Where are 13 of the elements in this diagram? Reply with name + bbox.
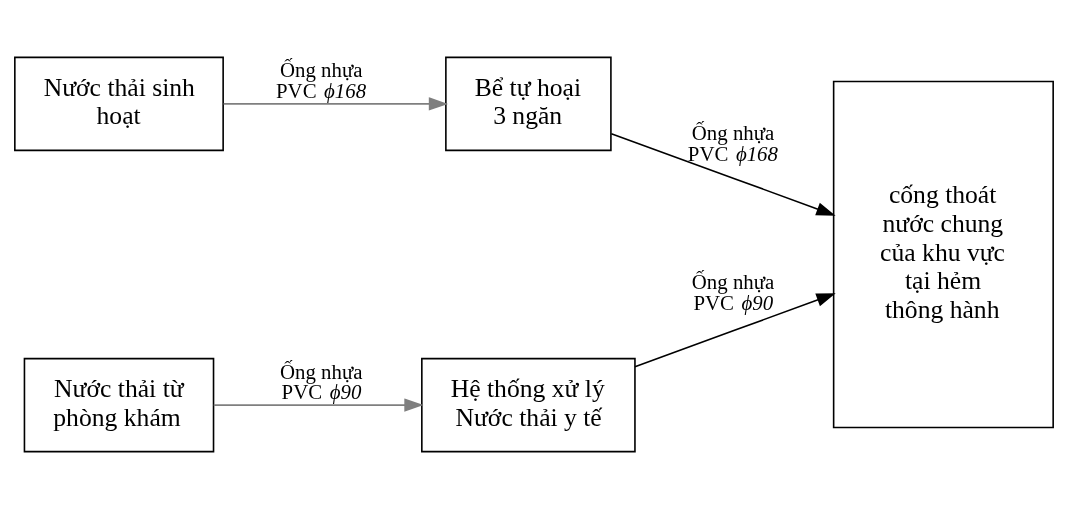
node-box: Hệ thống xử lý Nước thải y tế: [421, 357, 636, 453]
arrow: [634, 293, 836, 368]
node-box: Nước thải sinh hoạt: [14, 56, 224, 152]
node-box: Bể tự hoại 3 ngăn: [445, 56, 612, 152]
arrow: [610, 132, 836, 216]
arrow: [222, 97, 449, 111]
node-box: cống thoát nước chung của khu vực tại hẻm thông hành: [832, 80, 1054, 429]
arrow: [213, 398, 424, 412]
node-box: Nước thải từ phòng khám: [23, 357, 215, 453]
edge-label: Ống nhựa PVC ϕ90: [691, 269, 775, 315]
edge-label: Ống nhựa PVC ϕ168: [687, 120, 778, 166]
edge-label: Ống nhựa PVC ϕ168: [276, 58, 367, 104]
edge-label: Ống nhựa PVC ϕ90: [280, 359, 363, 405]
